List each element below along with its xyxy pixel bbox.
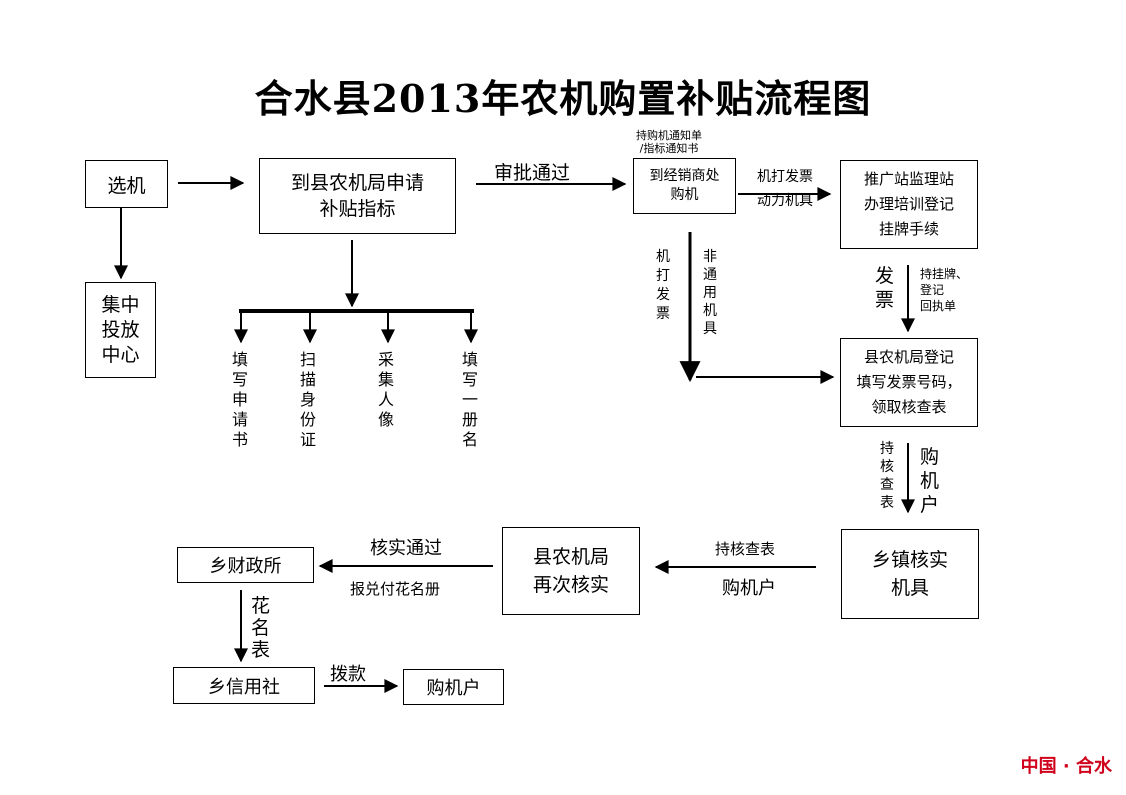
label-report-roster: 报兑付花名册 [350,580,441,598]
node-township-finance: 乡财政所 [177,547,314,583]
substep-collect-photo: 采 集 人 像 [378,350,395,429]
label-invoice-vertical: 机 打 发 票 [656,249,670,322]
label-invoice-power: 机打发票 动力机具 [757,169,813,209]
substep-scan-id: 扫 描 身 份 证 [300,350,317,449]
label-approved: 审批通过 [494,162,571,184]
label-nonuniversal: 非 通 用 机 具 [703,249,717,337]
node-county-reverify: 县农机局 再次核实 [502,527,640,615]
substep-fill-application: 填 写 申 请 书 [232,350,249,449]
node-centralized-center: 集中 投放 中心 [85,282,156,378]
substep-fill-roster: 填 写 一 册 名 [462,350,479,449]
node-select-machine: 选机 [85,160,168,208]
label-plate-receipt: 持挂牌、 登记 回执单 [920,267,969,313]
label-notice: 持购机通知单 /指标通知书 [636,129,702,155]
node-credit-union: 乡信用社 [173,667,315,704]
node-buyer: 购机户 [403,669,504,705]
label-verified: 核实通过 [370,538,442,559]
label-buyer-vertical: 购 机 户 [920,446,940,516]
page-title: 合水县2013年农机购置补贴流程图 [254,76,872,121]
label-roster: 花 名 表 [251,595,271,661]
node-county-register: 县农机局登记 填写发票号码， 领取核查表 [840,338,978,427]
label-hold-checklist: 持核查表 [715,540,776,558]
label-invoice-short: 发 票 [875,265,895,311]
node-apply-subsidy: 到县农机局申请 补贴指标 [259,158,456,234]
label-payment: 拨款 [330,664,366,685]
label-buyer-horizontal: 购机户 [722,578,776,599]
footer-location: 中国 · 合水 [1020,756,1112,777]
label-hold-checklist-vertical: 持 核 查 表 [880,441,894,511]
node-township-verify: 乡镇核实 机具 [841,529,979,619]
node-dealer-purchase: 到经销商处 购机 [633,158,736,214]
node-promotion-station: 推广站监理站 办理培训登记 挂牌手续 [840,160,978,249]
